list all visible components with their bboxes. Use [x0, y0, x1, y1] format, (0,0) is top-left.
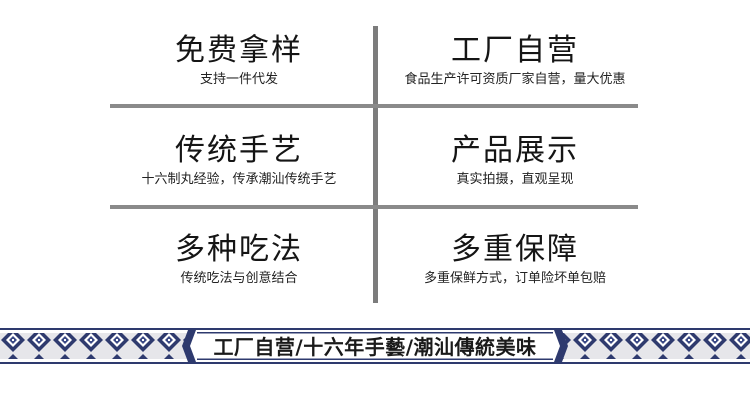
feature-title: 工厂自营	[451, 33, 579, 68]
feature-subtitle: 真实拍摄，直观呈现	[456, 172, 574, 187]
banner-title: 工厂自营/十六年手藝/潮汕傳統美味	[213, 335, 537, 359]
pattern-border-graphic	[0, 327, 750, 365]
feature-ways-to-eat: 多种吃法 传统吃法与创意结合	[106, 232, 372, 288]
feature-subtitle: 传统吃法与创意结合	[180, 271, 298, 286]
feature-subtitle: 多重保鲜方式，订单险坏单包赔	[423, 271, 606, 286]
feature-guarantee: 多重保障 多重保鲜方式，订单险坏单包赔	[380, 232, 650, 288]
feature-title: 传统手艺	[175, 133, 303, 168]
feature-title: 免费拿样	[175, 33, 303, 68]
feature-subtitle: 食品生产许可资质厂家自营，量大优惠	[404, 72, 626, 87]
feature-free-sample: 免费拿样 支持一件代发	[106, 33, 372, 89]
feature-subtitle: 十六制丸经验，传承潮汕传统手艺	[141, 172, 337, 187]
feature-title: 多重保障	[451, 232, 579, 267]
feature-traditional-craft: 传统手艺 十六制丸经验，传承潮汕传统手艺	[106, 133, 372, 189]
feature-grid: 免费拿样 支持一件代发 工厂自营 食品生产许可资质厂家自营，量大优惠 传统手艺 …	[106, 26, 650, 303]
feature-title: 产品展示	[451, 133, 579, 168]
horizontal-divider-1	[110, 104, 638, 108]
vertical-divider	[373, 26, 378, 303]
cropped-text-line	[60, 388, 720, 402]
pattern-banner: 工厂自营/十六年手藝/潮汕傳統美味	[0, 327, 750, 365]
feature-product-display: 产品展示 真实拍摄，直观呈现	[380, 133, 650, 189]
horizontal-divider-2	[110, 205, 638, 209]
feature-title: 多种吃法	[175, 232, 303, 267]
feature-factory-direct: 工厂自营 食品生产许可资质厂家自营，量大优惠	[380, 33, 650, 89]
feature-subtitle: 支持一件代发	[199, 72, 278, 87]
